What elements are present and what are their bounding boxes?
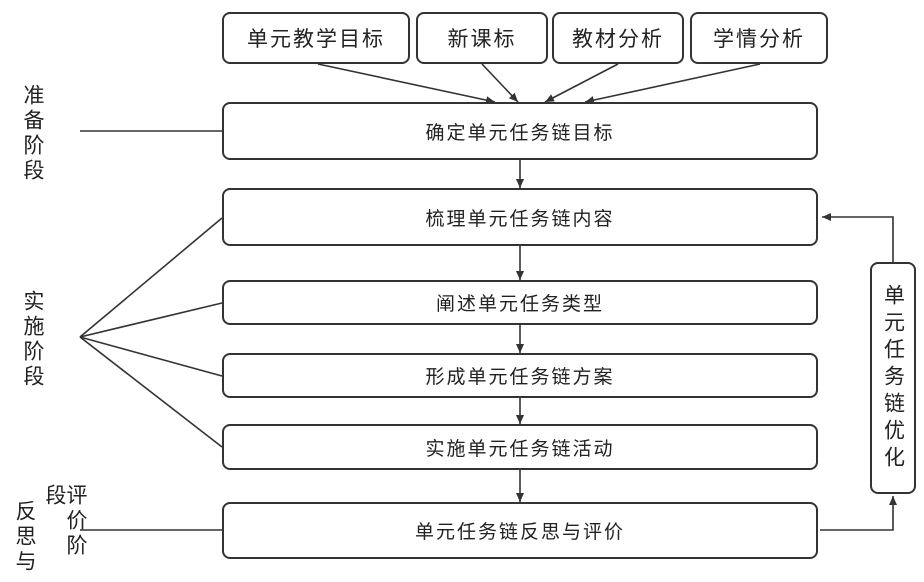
stage-label-reflect-col1: 反思与 xyxy=(13,500,37,575)
step-box-4: 形成单元任务链方案 xyxy=(222,353,818,398)
stage-label-prep: 准备阶段 xyxy=(21,84,45,184)
stage-line-impl-3 xyxy=(79,336,223,377)
feedback-line-back xyxy=(822,213,894,262)
stage-label-reflect-col2: 评价阶段 xyxy=(43,484,88,559)
stage-line-impl-2 xyxy=(79,302,223,338)
feedback-line-out xyxy=(820,496,897,531)
step-box-5: 实施单元任务链活动 xyxy=(222,424,818,470)
stage-line-impl-1 xyxy=(79,217,223,338)
step-box-1: 确定单元任务链目标 xyxy=(222,102,818,160)
arrow-source-2 xyxy=(481,63,519,103)
stage-line-impl-4 xyxy=(79,336,223,448)
arrow-source-1 xyxy=(317,63,496,105)
stage-label-impl: 实施阶段 xyxy=(21,290,45,390)
arrow-source-3 xyxy=(544,63,619,103)
source-box-4: 学情分析 xyxy=(690,12,828,64)
source-box-2: 新课标 xyxy=(416,12,548,64)
feedback-label: 单元任务链优化 xyxy=(881,283,906,473)
step-box-6: 单元任务链反思与评价 xyxy=(222,502,818,559)
feedback-box: 单元任务链优化 xyxy=(870,262,916,494)
step-box-3: 阐述单元任务类型 xyxy=(222,280,818,325)
step-box-2: 梳理单元任务链内容 xyxy=(222,188,818,246)
arrow-source-4 xyxy=(584,63,761,104)
source-box-1: 单元教学目标 xyxy=(222,12,410,64)
source-box-3: 教材分析 xyxy=(552,12,684,64)
